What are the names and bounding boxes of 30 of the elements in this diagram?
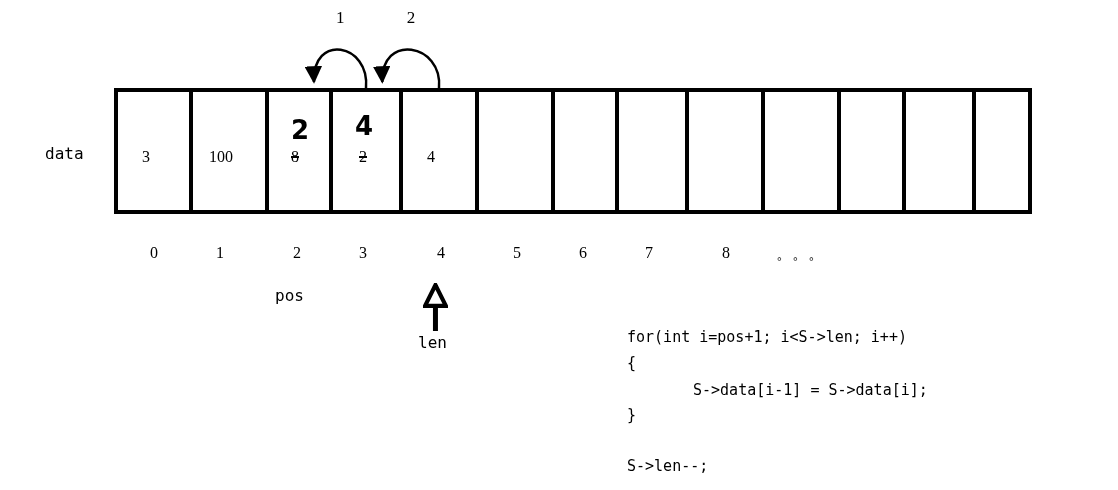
index-number: 0 [150,244,158,262]
pointer-label: pos [275,286,304,305]
cell-value: 3 [142,148,150,166]
index-number: 3 [359,244,367,262]
index-number: 8 [722,244,730,262]
curved-arrow [374,48,441,89]
cell-value: 4 [427,148,435,166]
pointer-label: len [418,333,447,352]
code-line: { [627,354,637,372]
index-number: 2 [293,244,301,262]
hollow-arrow [422,282,448,331]
handwritten-value: 2 [291,116,310,144]
code-line: for(int i=pos+1; i<S->len; i++) [627,328,907,346]
curved-arrow [306,48,368,89]
index-number: 5 [513,244,521,262]
handwritten-value: 4 [355,112,374,140]
crossed-out-value: 2 [359,148,367,166]
code-line: S->data[i-1] = S->data[i]; [693,381,928,399]
index-number: 6 [579,244,587,262]
ellipsis: 。。。 [776,244,824,264]
index-number: 7 [645,244,653,262]
code-line: } [627,406,637,424]
index-number: 4 [437,244,445,262]
edge-label: 2 [406,8,416,28]
array-name: data [45,144,84,163]
code-line: S->len--; [627,457,709,475]
cell-value: 100 [209,148,233,166]
index-number: 1 [216,244,224,262]
edge-label: 1 [335,8,345,28]
crossed-out-value: 8 [291,148,299,166]
